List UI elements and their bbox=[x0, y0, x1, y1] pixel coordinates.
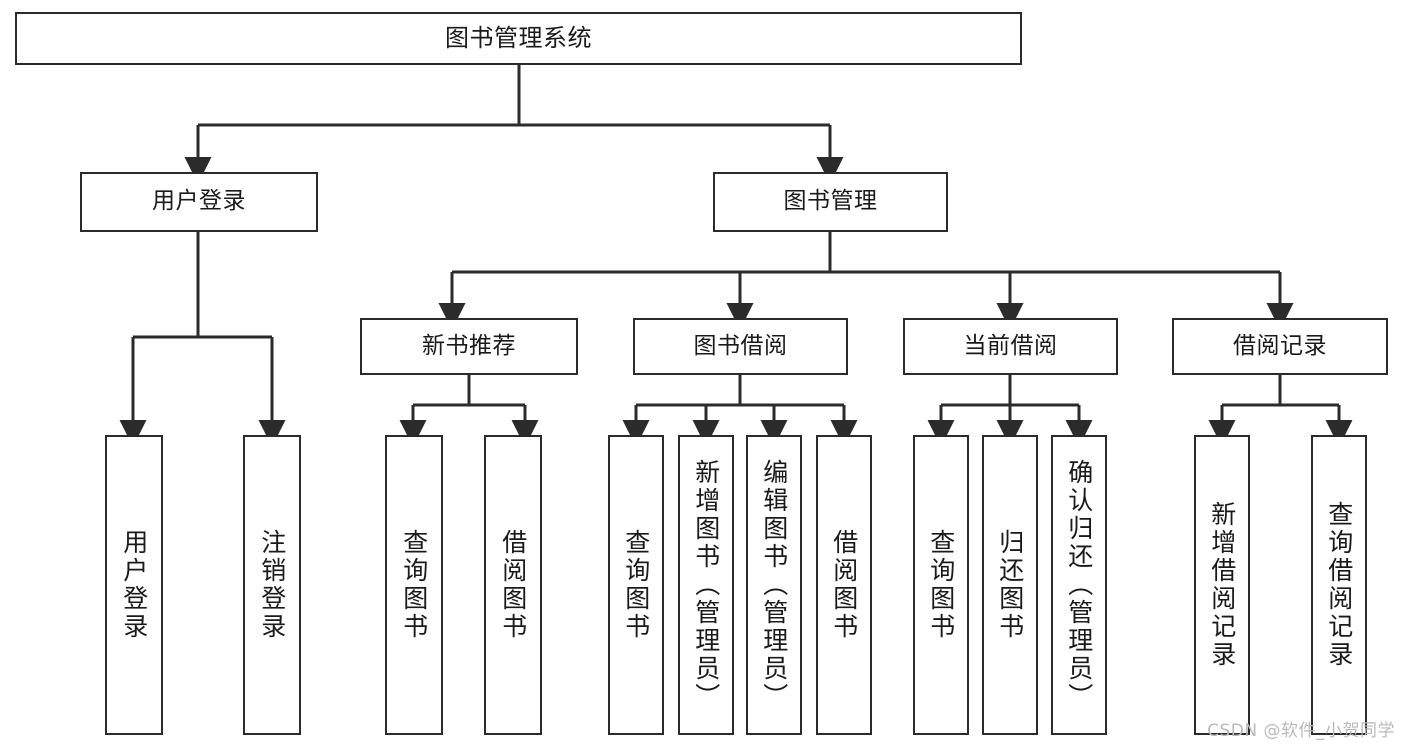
leaf-book-borrow-borrow[interactable]: 借阅图书 bbox=[816, 435, 872, 735]
leaf-book-borrow-edit[interactable]: 编辑图书（管理员） bbox=[746, 435, 802, 735]
leaf-new-book-borrow[interactable]: 借阅图书 bbox=[484, 435, 542, 735]
node-root-system[interactable]: 图书管理系统 bbox=[15, 12, 1022, 65]
leaf-current-borrow-query[interactable]: 查询图书 bbox=[913, 435, 969, 735]
csdn-watermark: CSDN @软件_小贺同学 bbox=[1207, 721, 1395, 741]
node-book-borrow[interactable]: 图书借阅 bbox=[633, 318, 848, 375]
node-borrow-record[interactable]: 借阅记录 bbox=[1172, 318, 1388, 375]
node-new-book-recommend[interactable]: 新书推荐 bbox=[360, 318, 578, 375]
leaf-current-borrow-return[interactable]: 归还图书 bbox=[982, 435, 1038, 735]
leaf-borrow-record-query[interactable]: 查询借阅记录 bbox=[1311, 435, 1367, 735]
node-current-borrow[interactable]: 当前借阅 bbox=[903, 318, 1118, 375]
leaf-user-login-login[interactable]: 用户登录 bbox=[105, 435, 163, 735]
leaf-borrow-record-add[interactable]: 新增借阅记录 bbox=[1194, 435, 1250, 735]
leaf-current-borrow-confirm-return[interactable]: 确认归还（管理员） bbox=[1051, 435, 1107, 735]
node-user-login[interactable]: 用户登录 bbox=[80, 172, 318, 232]
node-book-management[interactable]: 图书管理 bbox=[713, 172, 948, 232]
leaf-book-borrow-add[interactable]: 新增图书（管理员） bbox=[678, 435, 734, 735]
leaf-book-borrow-query[interactable]: 查询图书 bbox=[608, 435, 664, 735]
leaf-new-book-query[interactable]: 查询图书 bbox=[385, 435, 443, 735]
leaf-user-login-logout[interactable]: 注销登录 bbox=[243, 435, 301, 735]
